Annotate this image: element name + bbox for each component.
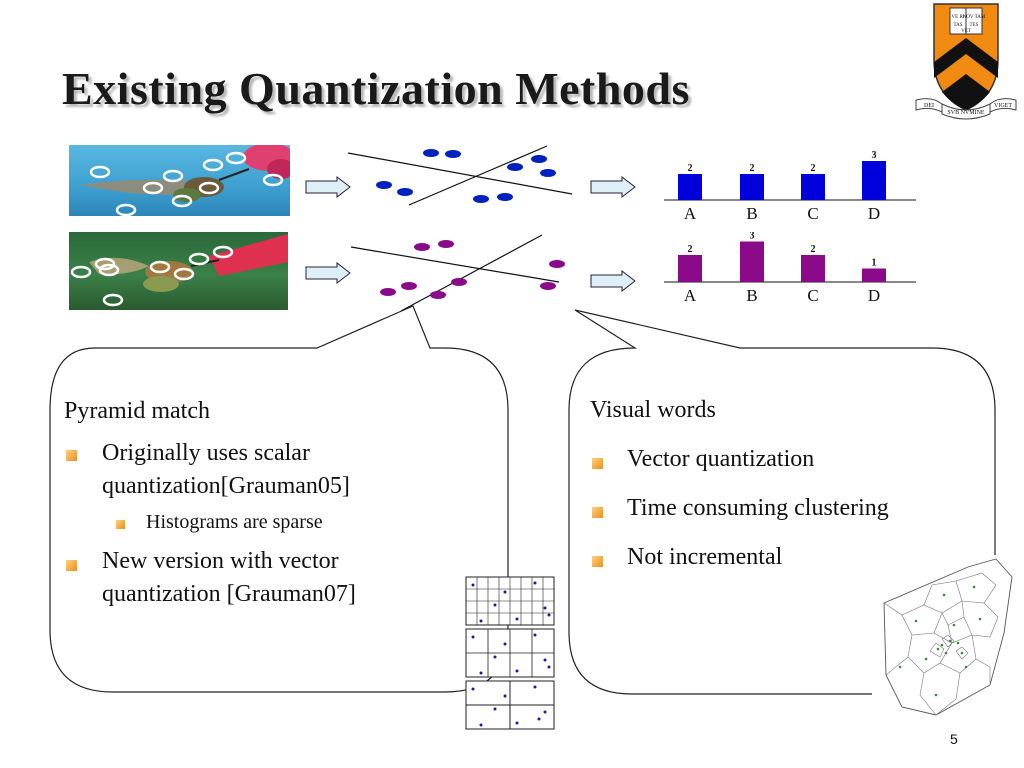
arrow-right-icon [305, 262, 351, 284]
histogram-value-label: 2 [811, 163, 816, 174]
histogram-bar [740, 241, 764, 282]
histogram-bar [801, 255, 825, 282]
university-shield-logo: VE RI TAS NOV TAM TES VET DEI SVB NVMINE… [915, 3, 1017, 120]
bullet-icon [592, 556, 603, 567]
left-bullet1-line1: Originally uses scalar [102, 440, 310, 466]
histogram-category-label: A [684, 204, 697, 223]
histogram-category-label: D [868, 204, 880, 223]
logo-shield-text-4: TES [970, 23, 979, 28]
slide-title: Existing Quantization Methods [62, 63, 690, 114]
histogram-value-label: 3 [750, 232, 755, 242]
histogram-bar [862, 268, 886, 282]
arrow-right-icon [305, 176, 351, 198]
left-bullet2-line2: quantization [Grauman07] [102, 581, 356, 607]
arrow-right-icon [590, 176, 636, 198]
bullet-icon [592, 507, 603, 518]
histogram-category-label: C [807, 286, 818, 305]
histogram-category-label: C [807, 204, 818, 223]
histogram-value-label: 2 [811, 244, 816, 255]
histogram-bottom: 2A 3B 2C 1D [664, 232, 916, 305]
logo-shield-text-3: NOV TAM [963, 15, 986, 20]
right-bullet-2: Time consuming clustering [627, 495, 889, 521]
histogram-value-label: 2 [688, 163, 693, 174]
histogram-category-label: B [746, 204, 757, 223]
right-bubble-heading: Visual words [590, 397, 716, 423]
feature-space-partition-top [347, 145, 573, 206]
histogram-bar [678, 174, 702, 200]
bullet-icon [66, 450, 77, 461]
logo-banner-left: DEI [924, 103, 934, 109]
logo-banner-center: SVB NVMINE [947, 110, 985, 116]
logo-shield-text-1: VE RI [952, 15, 965, 20]
histogram-value-label: 2 [750, 163, 755, 174]
histogram-value-label: 1 [872, 258, 877, 269]
histogram-value-label: 3 [872, 150, 877, 161]
left-bubble-outline [49, 305, 509, 693]
sub-bullet-icon [116, 520, 125, 529]
logo-shield-text-5: VET [961, 29, 971, 34]
right-bullet-3: Not incremental [627, 544, 783, 570]
feature-space-partition-bottom [350, 234, 565, 312]
voronoi-diagram-illustration [872, 555, 1024, 720]
histogram-bar [862, 161, 886, 200]
left-bullet2-line1: New version with vector [102, 548, 339, 574]
bullet-icon [66, 560, 77, 571]
page-number: 5 [950, 731, 958, 747]
pyramid-grid-illustration [465, 576, 555, 730]
histogram-value-label: 2 [688, 244, 693, 255]
histogram-category-label: B [746, 286, 757, 305]
hummingbird-photo-bottom [69, 232, 288, 310]
hummingbird-photo-top [69, 145, 290, 216]
left-bubble-heading: Pyramid match [64, 398, 210, 424]
left-sub-bullet: Histograms are sparse [146, 511, 323, 533]
histogram-top: 2A 2B 2C 3D [664, 150, 916, 223]
histogram-bar [678, 255, 702, 282]
logo-shield-text-2: TAS [953, 23, 962, 28]
histogram-category-label: D [868, 286, 880, 305]
histogram-bar [740, 174, 764, 200]
logo-banner-right: VIGET [994, 103, 1012, 109]
left-bullet1-line2: quantization[Grauman05] [102, 473, 350, 499]
bullet-icon [592, 458, 603, 469]
arrow-right-icon [590, 270, 636, 292]
histogram-category-label: A [684, 286, 697, 305]
right-bullet-1: Vector quantization [627, 446, 815, 472]
histogram-bar [801, 174, 825, 200]
